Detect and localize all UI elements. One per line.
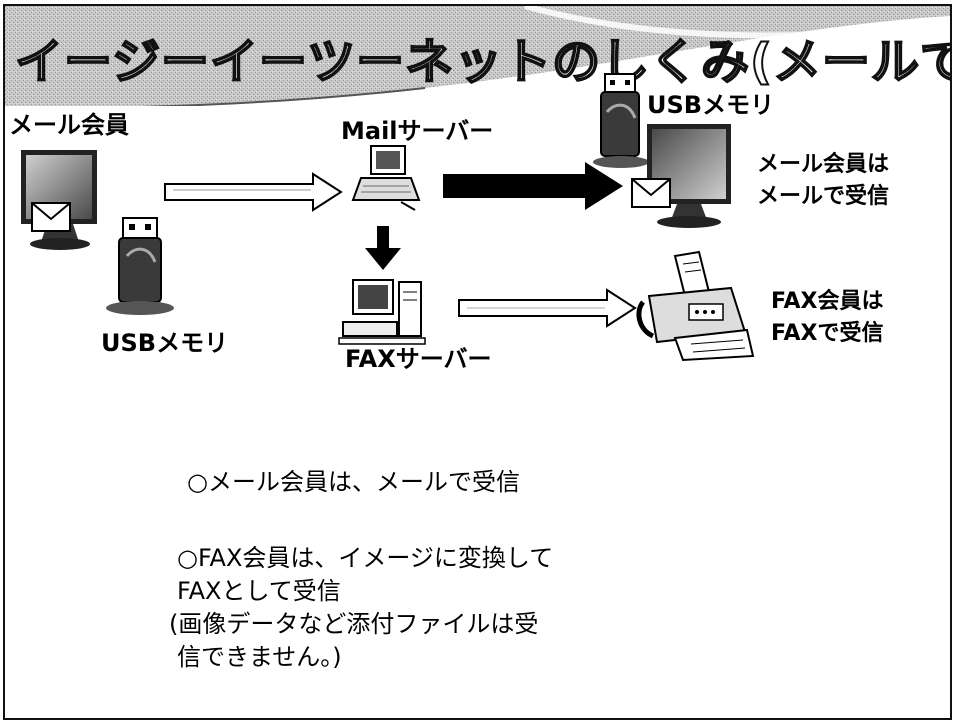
note-fax-member-line3: (画像データなど添付ファイルは受: [169, 610, 539, 638]
fax-machine-icon: [636, 250, 755, 362]
monitor-icon: [647, 124, 731, 228]
note-mail-member: ○メール会員は、メールで受信: [187, 468, 520, 496]
mail-server-label: Mailサーバー: [341, 117, 494, 145]
usb-memory-right-label: USBメモリ: [647, 91, 775, 119]
envelope-icon: [31, 202, 71, 232]
arrow-mailserver-to-faxserver: [365, 226, 401, 270]
fax-server-label: FAXサーバー: [345, 345, 492, 373]
arrow-mailserver-to-member: [443, 162, 623, 210]
usb-memory-left-label: USBメモリ: [101, 329, 229, 357]
mail-server-icon: [351, 145, 421, 211]
title-banner: [5, 6, 950, 106]
mail-result-line1: メール会員は: [757, 152, 890, 177]
note-fax-member-line1: ○FAX会員は、イメージに変換して: [177, 544, 554, 572]
monitor-icon: [21, 150, 97, 250]
mail-result-line2: メールで受信: [757, 184, 890, 209]
fax-result-line1: FAX会員は: [771, 289, 884, 314]
usb-memory-icon: [106, 217, 174, 315]
slide-title: イージーイーツーネットのしくみ(メールで送信): [14, 33, 950, 91]
fax-server-icon: [338, 279, 426, 345]
envelope-icon: [631, 178, 671, 208]
note-fax-member-line4: 信できません。): [177, 643, 342, 671]
arrow-member-to-mailserver: [164, 172, 343, 212]
fax-result-line2: FAXで受信: [771, 321, 884, 346]
arrow-faxserver-to-fax: [458, 288, 637, 328]
note-fax-member-line2: FAXとして受信: [177, 577, 341, 605]
mail-member-label: メール会員: [9, 111, 129, 139]
usb-memory-icon: [593, 73, 649, 168]
slide-frame: イージーイーツーネットのしくみ(メールで送信) メール会員 USBメモリ Mai…: [3, 4, 952, 720]
